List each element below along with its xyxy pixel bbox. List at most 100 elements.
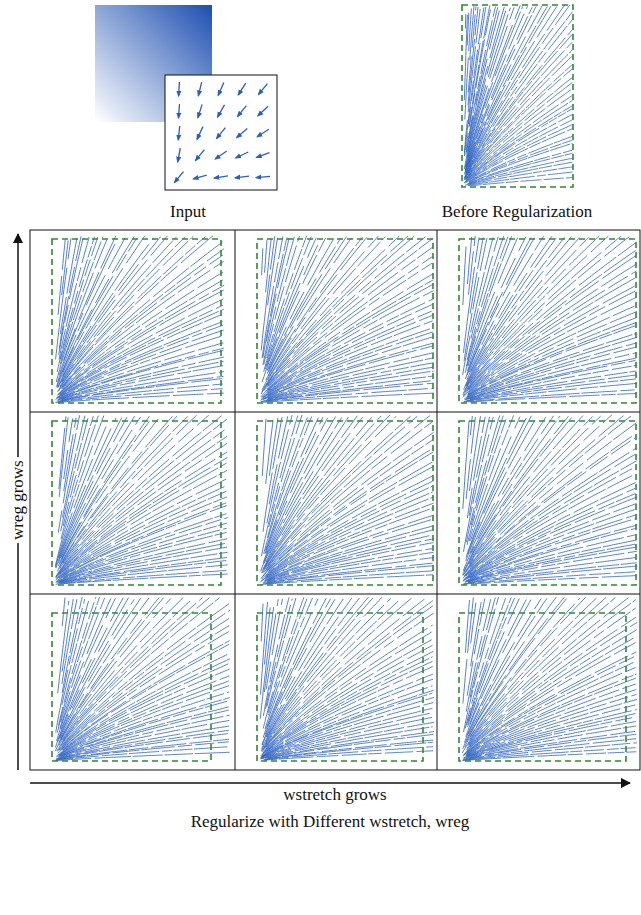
streamline <box>56 543 87 578</box>
streamline <box>179 526 203 534</box>
streamline <box>119 416 134 441</box>
streamline <box>555 363 575 369</box>
streamline <box>406 350 417 353</box>
streamline <box>309 275 337 313</box>
streamline <box>133 419 158 452</box>
streamline <box>538 118 553 127</box>
streamline <box>561 544 572 547</box>
streamline <box>86 244 115 305</box>
streamline <box>602 256 636 279</box>
streamline <box>299 438 303 448</box>
streamline <box>411 446 423 454</box>
streamline <box>211 388 223 390</box>
streamline <box>82 237 89 263</box>
vector-field-box <box>165 75 277 190</box>
streamline <box>509 8 510 11</box>
streamline <box>327 366 343 372</box>
streamline <box>139 416 149 430</box>
streamline <box>489 449 501 481</box>
streamline <box>217 436 227 443</box>
streamline <box>162 750 172 752</box>
streamline <box>514 169 538 174</box>
streamline <box>349 441 372 465</box>
streamline <box>463 335 470 375</box>
streamline <box>587 538 624 547</box>
streamline <box>510 336 524 348</box>
streamline <box>375 421 391 437</box>
streamline <box>493 121 513 143</box>
streamline <box>598 565 619 567</box>
streamline <box>498 174 512 177</box>
streamline <box>614 454 635 467</box>
streamline <box>69 418 73 441</box>
streamline <box>115 531 140 544</box>
streamline <box>317 417 349 465</box>
streamline <box>492 109 508 131</box>
streamline <box>543 103 569 120</box>
streamline <box>537 175 546 176</box>
streamline <box>115 244 149 290</box>
streamline <box>558 514 570 520</box>
streamline <box>306 555 341 566</box>
streamline <box>371 336 392 345</box>
streamline <box>514 439 551 489</box>
streamline <box>199 310 213 316</box>
streamline <box>127 330 142 340</box>
streamline <box>208 561 227 563</box>
streamline <box>177 496 192 504</box>
streamline <box>468 47 475 113</box>
streamline <box>578 317 610 332</box>
streamline <box>557 567 596 571</box>
streamline <box>294 249 301 270</box>
streamline <box>304 417 311 436</box>
streamline <box>205 547 227 551</box>
streamline <box>557 562 569 564</box>
streamline <box>490 7 504 58</box>
streamline <box>469 9 472 52</box>
streamline <box>575 510 605 523</box>
streamline <box>586 452 609 469</box>
streamline <box>94 416 104 443</box>
streamline <box>506 238 531 285</box>
streamline <box>178 513 207 524</box>
streamline <box>509 280 543 322</box>
streamline <box>528 487 546 503</box>
streamline <box>281 430 288 460</box>
streamline <box>396 371 412 374</box>
streamline <box>551 428 588 465</box>
streamline <box>614 572 635 573</box>
streamline <box>337 424 374 466</box>
streamline <box>206 520 221 525</box>
streamline <box>565 382 606 387</box>
streamline <box>352 456 371 474</box>
streamline <box>522 6 523 9</box>
streamline <box>571 569 601 572</box>
streamline <box>378 493 399 504</box>
streamline <box>528 358 539 363</box>
streamline <box>99 390 111 392</box>
streamline <box>265 240 268 273</box>
streamline <box>477 417 490 477</box>
streamline <box>136 295 175 324</box>
streamline <box>223 528 226 530</box>
streamline <box>365 537 406 548</box>
streamline <box>365 363 390 369</box>
streamline <box>565 64 573 71</box>
streamline <box>195 752 230 753</box>
vector-arrow <box>237 128 248 137</box>
streamline <box>118 264 138 291</box>
streamline <box>562 140 572 143</box>
streamline <box>378 416 382 420</box>
streamline <box>100 517 127 537</box>
streamline <box>556 440 595 474</box>
streamline <box>394 326 420 336</box>
streamline <box>469 251 474 294</box>
streamline <box>404 488 429 499</box>
streamline <box>168 567 202 570</box>
streamline <box>463 421 469 509</box>
streamline <box>501 258 515 288</box>
streamline <box>490 579 502 580</box>
streamline <box>334 488 364 511</box>
streamline <box>266 420 273 484</box>
vector-arrow <box>238 106 247 117</box>
